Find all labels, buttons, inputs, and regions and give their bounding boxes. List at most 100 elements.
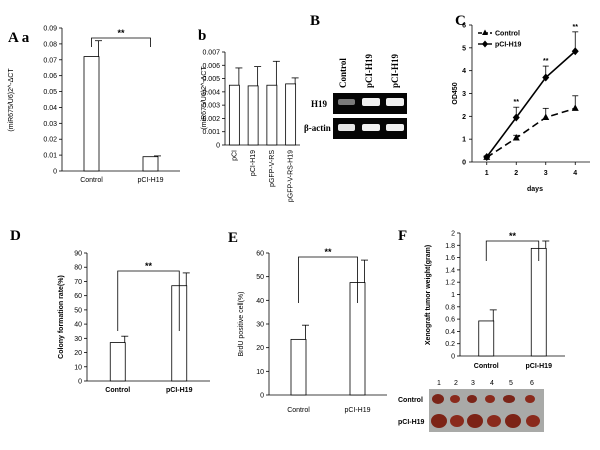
chart-b: 00.0010.0020.0030.0040.0050.0060.007(miR… [201,50,300,202]
y-tick-label: 0.6 [445,317,455,324]
y-tick-label: 60 [74,293,82,300]
tumor-number: 2 [454,380,458,387]
y-tick-label: 50 [74,307,82,314]
y-tick-label: 4 [462,68,466,75]
series-line [486,50,576,158]
bar [285,83,297,146]
tumor [450,395,460,403]
tumor [432,394,444,404]
gel-band [362,98,380,106]
y-tick-label: 60 [256,251,264,258]
gel-lane-label: Control [338,58,348,88]
tumor-photo-background [429,389,544,432]
y-tick-label: 80 [74,265,82,272]
y-tick-label: 0.02 [43,137,57,144]
legend-label: Control [495,31,520,38]
y-tick-label: 0.005 [202,76,220,83]
y-tick-label: 20 [256,345,264,352]
y-tick-label: 0.06 [43,73,57,80]
y-tick-label: 6 [462,23,466,30]
gel-lane-label: pCI-H19 [364,53,374,88]
y-axis-title: Colony formation rate(%) [58,275,65,359]
x-tick-label: pCI [231,150,238,161]
x-tick-label: 4 [573,170,577,177]
panel-label-F: F [398,228,407,244]
data-point [483,152,491,161]
significance-bracket [117,270,180,331]
data-point [512,113,520,122]
y-tick-label: 0.09 [43,26,57,33]
bar [247,85,259,146]
x-tick-label: Control [474,363,499,370]
x-tick-label: Control [105,387,130,394]
x-tick-label: pCI-H19 [526,363,553,370]
significance-label: ** [324,247,332,257]
gel-band [386,98,404,106]
tumor-row-label: Control [398,397,423,404]
data-point [542,113,550,120]
significance-label: ** [514,99,520,106]
x-tick-label: pCI-H19 [166,387,193,394]
y-tick-label: 0 [216,143,220,150]
significance-bracket [91,37,151,47]
data-point [571,104,579,111]
panel-label-B: B [310,13,320,29]
x-tick-label: pCI-H19 [250,150,257,176]
y-tick-label: 20 [74,350,82,357]
y-tick-label: 0.08 [43,41,57,48]
y-tick-label: 1 [462,137,466,144]
y-tick-label: 0 [78,379,82,386]
y-tick-label: 50 [256,274,264,281]
tumor-number: 5 [509,380,513,387]
tumor [525,395,535,403]
tumor [485,395,495,403]
x-tick-label: pCI-H19 [137,177,163,184]
y-tick-label: 2 [462,114,466,121]
tumor-number: 3 [471,380,475,387]
y-tick-label: 1.4 [445,267,455,274]
bar [478,320,495,357]
tumor [487,415,501,427]
y-tick-label: 0.01 [43,153,57,160]
bar [530,247,547,357]
significance-label: ** [145,261,153,271]
x-tick-label: pGFP-V-RS [269,150,276,187]
gel-lane-label: pCI-H19 [390,53,400,88]
x-tick-label: pGFP-V-RS-H19 [288,150,295,202]
x-axis-title: days [527,186,543,193]
tumor-number: 6 [530,380,534,387]
y-tick-label: 0.04 [43,105,57,112]
panel-label-a: A a [8,30,30,46]
y-tick-label: 40 [74,322,82,329]
bar [142,156,159,172]
y-tick-label: 30 [74,336,82,343]
y-axis-title: BrdU positive cell(%) [238,292,245,357]
panel-label-C: C [455,13,466,29]
y-tick-label: 1 [451,292,455,299]
gel-panel: Control pCI-H19 pCI-H19 H19 β-actin [304,53,407,139]
tumor [505,414,521,428]
y-axis-title: (miR675/U6)2^-ΔCT [8,68,15,132]
y-axis-title: OD450 [452,82,459,104]
panel-label-b: b [198,28,206,44]
chart-a: 00.010.020.030.040.050.060.070.080.09(mi… [8,26,180,184]
bar [228,84,240,146]
bar [83,56,100,172]
tumor-photo: 1 2 3 4 5 6 Control pCI-H19 [398,380,544,432]
data-point [542,73,550,82]
x-tick-label: 3 [544,170,548,177]
y-tick-label: 0.4 [445,329,455,336]
tumor [503,395,515,403]
significance-label: ** [573,24,579,31]
y-tick-label: 1.8 [445,243,455,250]
panel-label-D: D [10,228,21,244]
y-tick-label: 0.001 [202,129,220,136]
tumor-number: 1 [437,380,441,387]
y-tick-label: 10 [74,364,82,371]
x-tick-label: 2 [514,170,518,177]
x-tick-label: pCI-H19 [344,407,370,414]
